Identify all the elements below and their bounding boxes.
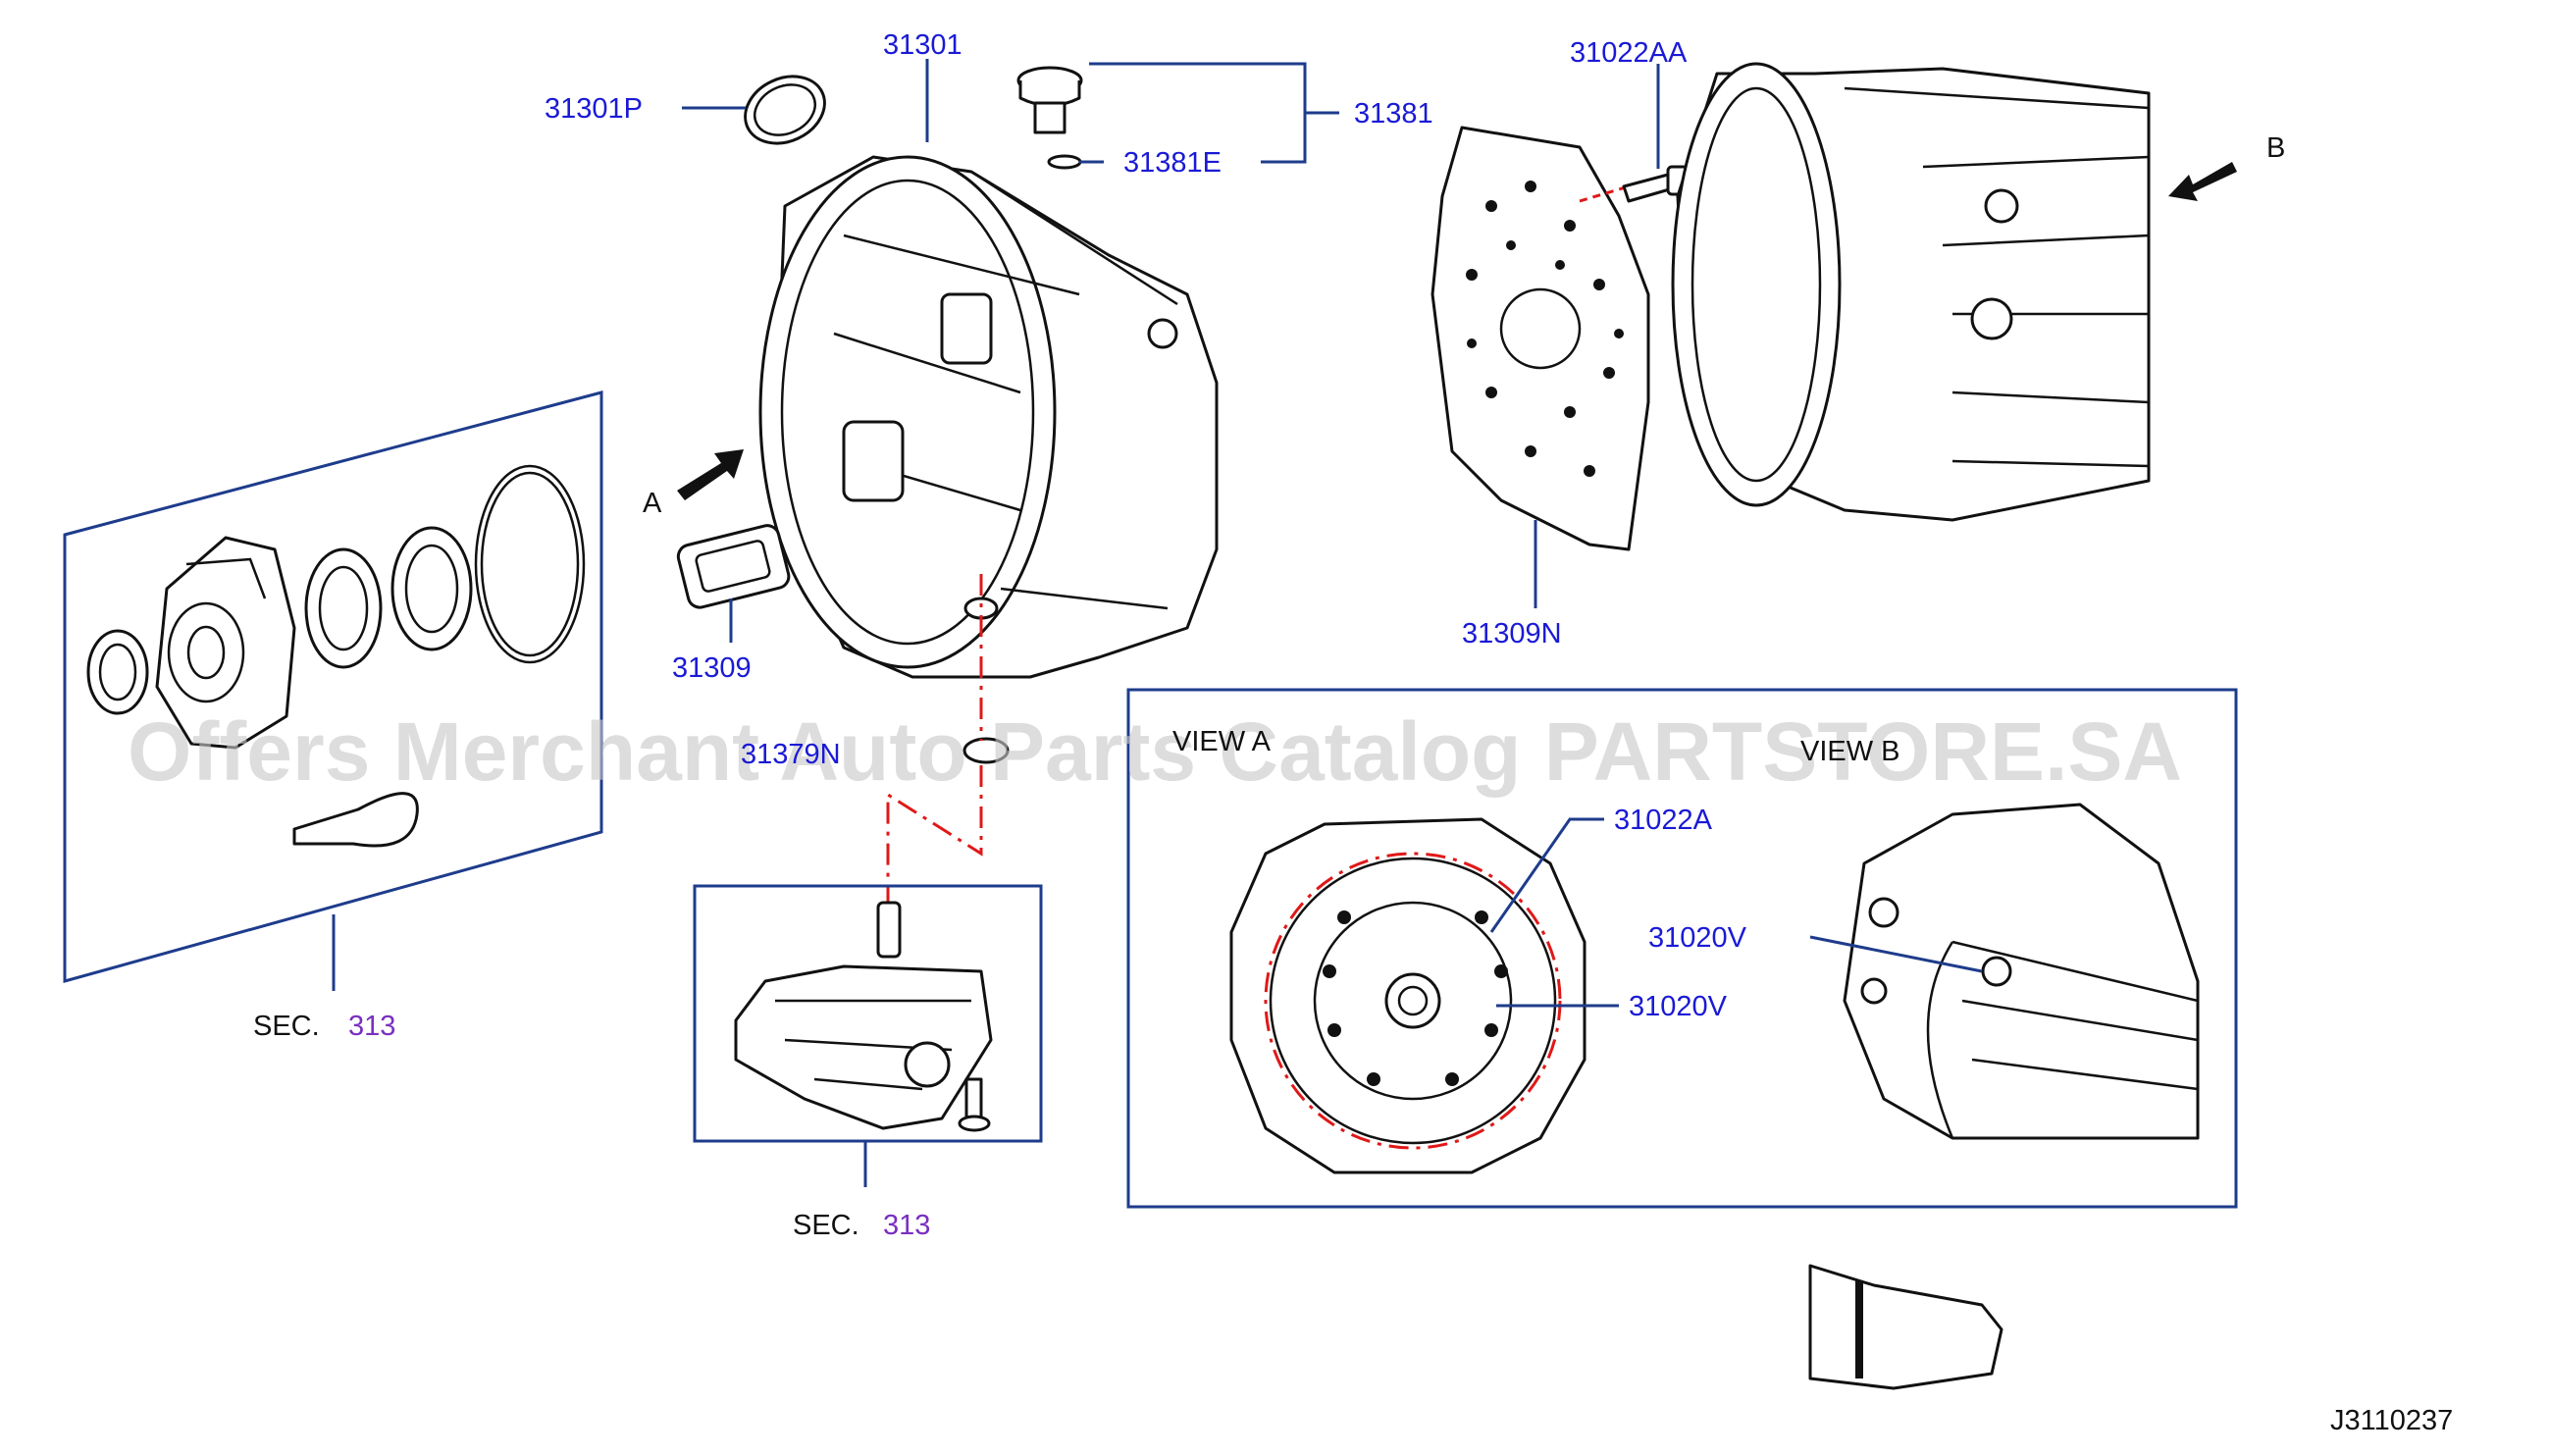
label-view-b-title: VIEW B bbox=[1800, 736, 1900, 767]
label-31309N: 31309N bbox=[1462, 618, 1562, 650]
sec313-center-box bbox=[693, 884, 1043, 1143]
label-view-b-arrow: B bbox=[2266, 132, 2285, 164]
o-ring bbox=[474, 464, 586, 664]
label-31381: 31381 bbox=[1354, 98, 1433, 130]
separator-plate-31309N bbox=[1431, 126, 1650, 608]
outer-gear bbox=[390, 526, 473, 651]
sec313-left-box bbox=[63, 390, 603, 983]
label-31379N: 31379N bbox=[741, 739, 841, 770]
label-31309: 31309 bbox=[672, 652, 752, 684]
thumbnail-icon bbox=[1808, 1264, 2003, 1390]
cable-tie bbox=[292, 792, 419, 848]
view-box bbox=[1126, 688, 2238, 1209]
arrow-b-icon bbox=[2168, 162, 2237, 201]
seal-ring bbox=[86, 629, 149, 715]
arrow-a-icon bbox=[677, 449, 744, 500]
label-31020V-b: 31020V bbox=[1648, 922, 1747, 954]
view-b-drawing bbox=[1843, 803, 2200, 1140]
converter-housing-31301 bbox=[758, 155, 1219, 679]
label-31301P: 31301P bbox=[545, 93, 643, 125]
inner-gear bbox=[304, 547, 383, 669]
view-a-drawing bbox=[1229, 817, 1587, 1174]
label-31022A: 31022A bbox=[1614, 805, 1713, 836]
sec-center-number: 313 bbox=[883, 1210, 930, 1241]
sec-center-prefix: SEC. bbox=[793, 1210, 859, 1241]
washer-31381E bbox=[1047, 154, 1082, 170]
control-valve-subassembly bbox=[693, 884, 1043, 1187]
label-31381E: 31381E bbox=[1123, 147, 1222, 179]
label-view-a-arrow: A bbox=[643, 488, 662, 519]
breather-31381 bbox=[1016, 66, 1083, 170]
label-31301: 31301 bbox=[883, 29, 962, 61]
cap-31301P bbox=[744, 75, 826, 145]
sec-left-number: 313 bbox=[348, 1011, 395, 1042]
center-line bbox=[886, 574, 983, 903]
gasket-31309 bbox=[676, 524, 791, 609]
transmission-case bbox=[1671, 62, 2151, 522]
leader-lines bbox=[682, 59, 1983, 1008]
pump-body bbox=[155, 536, 296, 750]
label-31020V-a: 31020V bbox=[1629, 991, 1728, 1022]
seal-31379N bbox=[962, 737, 1010, 764]
label-view-a-title: VIEW A bbox=[1172, 726, 1272, 757]
label-31022AA: 31022AA bbox=[1570, 37, 1688, 69]
oil-pump-subassembly bbox=[63, 390, 603, 991]
drawing-code: J3110237 bbox=[2330, 1405, 2453, 1436]
watermark: Offers Merchant Auto Parts Catalog PARTS… bbox=[128, 705, 2182, 798]
sec-left-prefix: SEC. bbox=[253, 1011, 320, 1042]
